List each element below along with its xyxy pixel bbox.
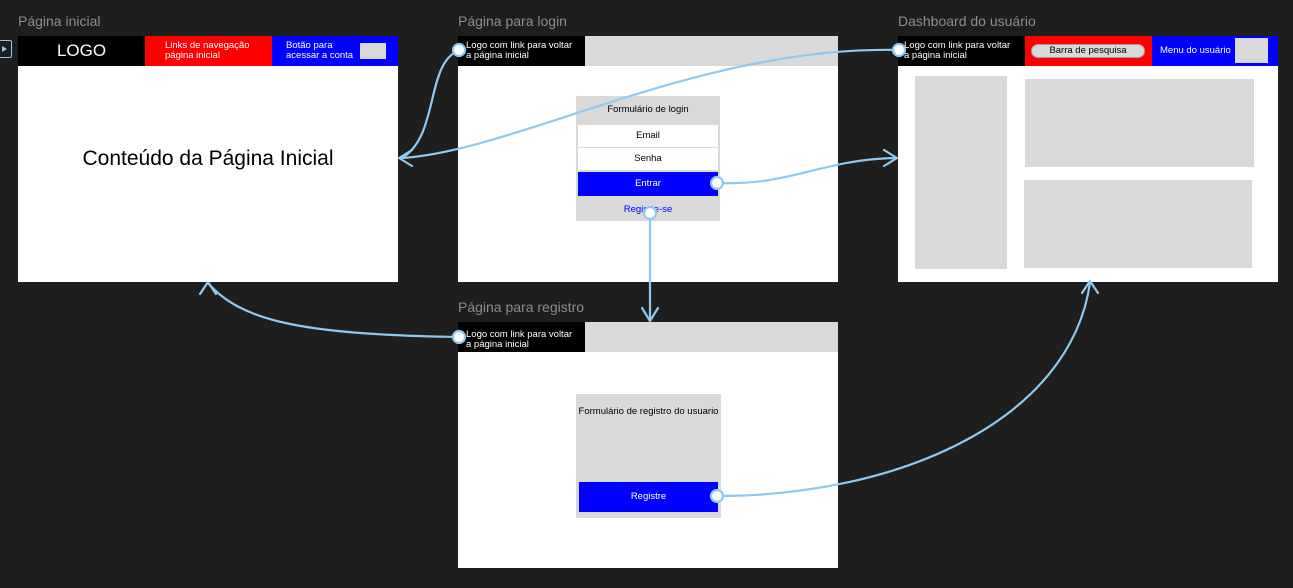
frame-label-register: Página para registro	[458, 299, 585, 315]
arrowhead-dashboard-bottom	[1080, 279, 1100, 295]
register-form-title: Formulário de registro do usuario	[576, 404, 721, 420]
arrowhead-dashboard-left	[882, 148, 899, 168]
register-submit-button[interactable]: Registre	[579, 482, 718, 512]
register-form-title-text: Formulário de registro do usuario	[578, 406, 719, 417]
home-nav-links-text: Links de navegação página inicial	[165, 40, 250, 61]
login-logo-link-text: Logo com link para voltar a página inici…	[466, 40, 573, 61]
frame-home[interactable]: LOGO Links de navegação página inicial B…	[18, 36, 398, 282]
login-form-title-text: Formulário de login	[607, 104, 689, 115]
frame-label-home: Página inicial	[18, 13, 101, 29]
register-header-bar	[585, 322, 838, 352]
prototype-start-icon[interactable]	[0, 40, 12, 58]
dashboard-user-menu-text: Menu do usuário	[1160, 45, 1231, 56]
dashboard-user-avatar	[1235, 38, 1268, 63]
dashboard-sidebar-placeholder	[915, 76, 1007, 269]
home-content-text: Conteúdo da Página Inicial	[82, 147, 334, 170]
dashboard-user-menu[interactable]: Menu do usuário	[1152, 36, 1278, 66]
login-register-link[interactable]: Registre-se	[576, 202, 720, 218]
login-register-link-text: Registre-se	[623, 204, 673, 215]
dashboard-logo-link-text: Logo com link para voltar a página inici…	[904, 40, 1011, 61]
home-content: Conteúdo da Página Inicial	[18, 66, 398, 252]
flow-register-logo-to-home	[206, 281, 462, 339]
arrowhead-home-bottom	[198, 280, 218, 296]
home-account-avatar	[360, 43, 386, 59]
frame-register[interactable]: Logo com link para voltar a página inici…	[458, 322, 838, 568]
dashboard-search-area: Barra de pesquisa	[1025, 36, 1152, 66]
login-email-field[interactable]: Email	[578, 125, 718, 147]
login-logo-link[interactable]: Logo com link para voltar a página inici…	[458, 36, 585, 66]
arrowhead-register-top	[640, 306, 660, 323]
login-password-field[interactable]: Senha	[578, 148, 718, 170]
login-form-title: Formulário de login	[576, 102, 720, 118]
login-submit-button-text: Entrar	[635, 178, 661, 189]
frame-login[interactable]: Logo com link para voltar a página inici…	[458, 36, 838, 282]
dashboard-panel-bottom-placeholder	[1024, 180, 1252, 268]
register-form: Formulário de registro do usuario Regist…	[576, 394, 721, 518]
register-submit-button-text: Registre	[630, 491, 667, 502]
dashboard-panel-top-placeholder	[1025, 79, 1254, 167]
arrowhead-home-content	[397, 148, 414, 168]
dashboard-search-bar-text: Barra de pesquisa	[1049, 45, 1127, 56]
home-account-button[interactable]: Botão para acessar a conta	[272, 36, 398, 66]
login-form: Formulário de login Email Senha Entrar R…	[576, 96, 720, 221]
flow-login-logo-to-home	[400, 48, 462, 160]
register-logo-link[interactable]: Logo com link para voltar a página inici…	[458, 322, 585, 352]
register-logo-link-text: Logo com link para voltar a página inici…	[466, 329, 573, 350]
login-email-field-text: Email	[636, 130, 660, 141]
frame-label-login: Página para login	[458, 13, 567, 29]
frame-dashboard[interactable]: Logo com link para voltar a página inici…	[898, 36, 1278, 282]
login-password-field-text: Senha	[634, 153, 662, 164]
frame-label-dashboard: Dashboard do usuário	[898, 13, 1036, 29]
home-logo[interactable]: LOGO	[18, 36, 145, 66]
home-account-button-text: Botão para acessar a conta	[286, 40, 354, 61]
login-submit-button[interactable]: Entrar	[578, 172, 718, 196]
login-header-bar	[585, 36, 838, 66]
home-logo-text: LOGO	[56, 41, 107, 60]
home-nav-links[interactable]: Links de navegação página inicial	[145, 36, 272, 66]
dashboard-logo-link[interactable]: Logo com link para voltar a página inici…	[898, 36, 1025, 66]
dashboard-search-bar[interactable]: Barra de pesquisa	[1031, 44, 1145, 58]
